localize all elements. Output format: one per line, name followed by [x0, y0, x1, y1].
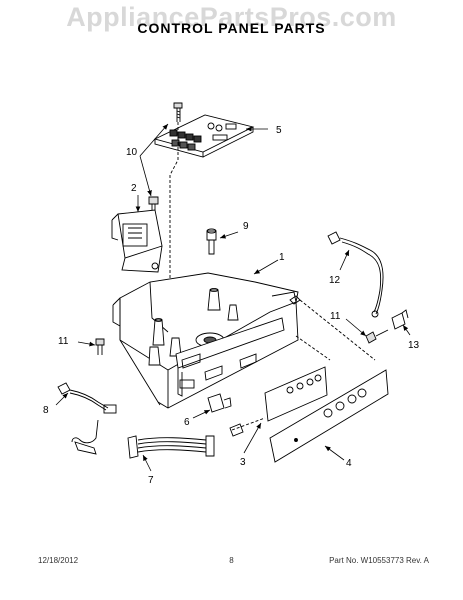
footer-date: 12/18/2012 [38, 556, 79, 565]
pin-9-part [206, 228, 217, 255]
callout-8: 8 [43, 405, 49, 416]
callout-2: 2 [131, 183, 137, 194]
screw-11-right-part [365, 329, 389, 344]
callout-1: 1 [279, 252, 285, 263]
callout-3: 3 [240, 457, 246, 468]
leader-lines [55, 123, 411, 472]
face-plate-part [229, 366, 328, 437]
switch-13-part [391, 309, 409, 330]
callout-labels: 1 2 3 4 5 6 7 8 9 10 11 11 12 13 [43, 125, 420, 486]
control-board-part [153, 114, 255, 158]
wire-harness-7-part [127, 435, 215, 459]
screw-11-left-part [95, 338, 105, 355]
callout-4: 4 [346, 458, 352, 469]
callout-11-left: 11 [58, 336, 69, 347]
connector-6-part [207, 393, 232, 413]
callout-5: 5 [276, 125, 282, 136]
callout-11-right: 11 [330, 311, 341, 322]
callout-9: 9 [243, 221, 249, 232]
diagram-title: CONTROL PANEL PARTS [137, 20, 326, 36]
screw-10-part [173, 102, 183, 122]
footer-page-number: 8 [229, 556, 234, 565]
overlay-part [269, 369, 389, 463]
callout-6: 6 [184, 417, 190, 428]
callout-7: 7 [148, 475, 154, 486]
wire-harness-12-part [327, 231, 384, 318]
sensor-8-part [57, 382, 117, 455]
callout-12: 12 [329, 275, 341, 286]
footer-part-number: Part No. W10553773 Rev. A [329, 556, 429, 565]
callout-10: 10 [126, 147, 138, 158]
transformer-part [111, 209, 163, 273]
callout-13: 13 [408, 340, 420, 351]
control-housing-part [112, 272, 301, 409]
